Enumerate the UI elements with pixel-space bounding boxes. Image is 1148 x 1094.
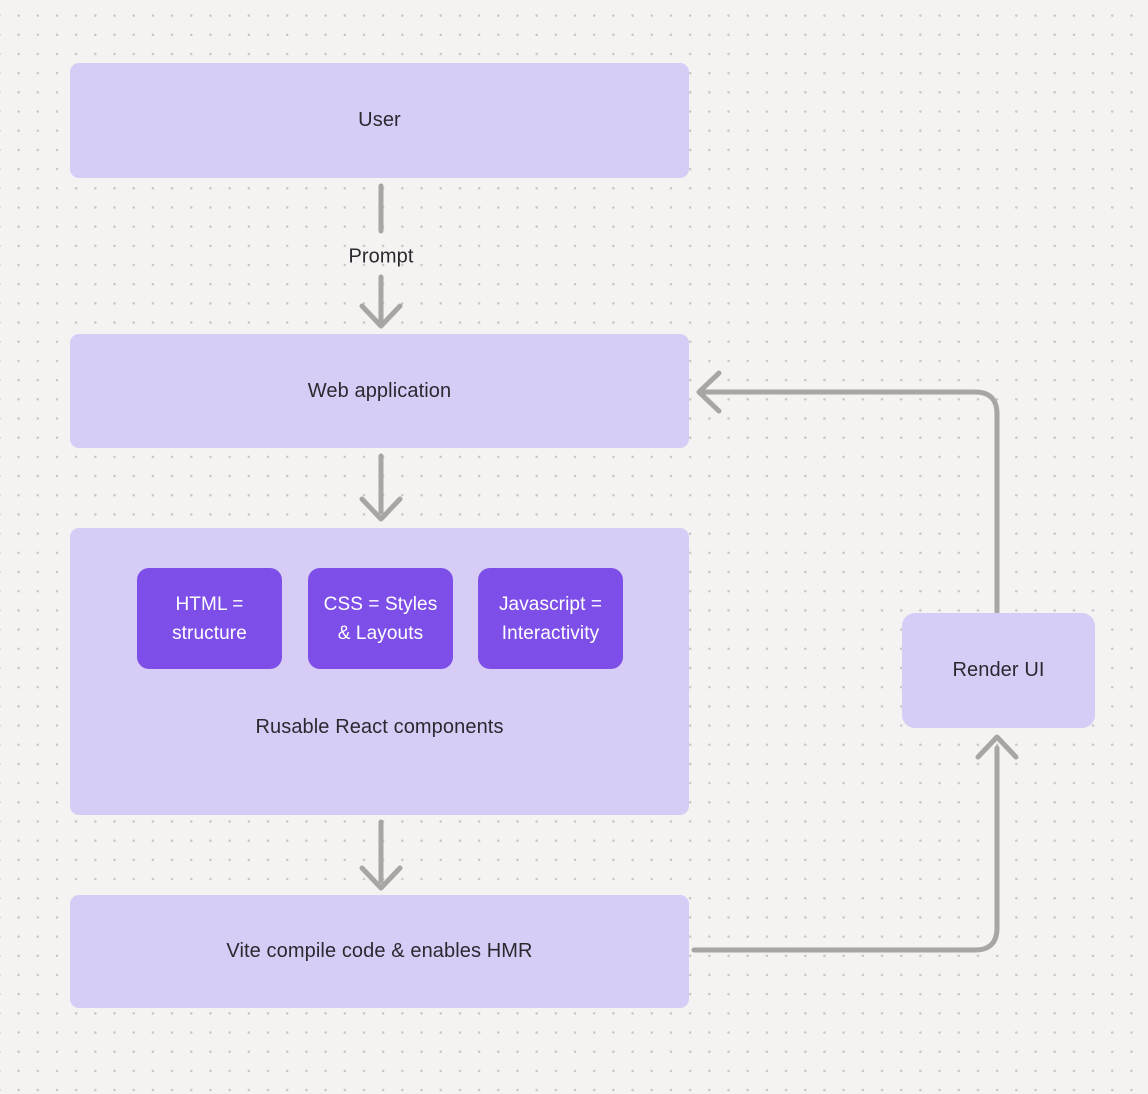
connector-renderui-to-webapp[interactable]: [696, 370, 1000, 615]
chip-css-label: CSS = Styles & Layouts: [323, 593, 438, 644]
connector-components-to-vite[interactable]: [359, 819, 403, 891]
node-web-application-label: Web application: [307, 379, 452, 402]
node-components-container[interactable]: HTML = structure CSS = Styles & Layouts …: [70, 528, 689, 815]
node-vite[interactable]: Vite compile code & enables HMR: [70, 895, 689, 1008]
arrow-up-icon: [975, 734, 1019, 760]
node-user-label: User: [358, 109, 401, 131]
chip-html-label: HTML = structure: [172, 593, 247, 644]
arrow-down-icon: [359, 865, 403, 891]
chip-javascript[interactable]: Javascript = Interactivity: [478, 568, 623, 669]
chip-javascript-label: Javascript = Interactivity: [498, 593, 603, 644]
connector-webapp-to-components[interactable]: [359, 453, 403, 522]
connector-vite-to-renderui[interactable]: [691, 734, 1019, 953]
connector-renderui-to-webapp-line: [702, 389, 1000, 615]
arrow-left-icon: [696, 370, 722, 414]
arrow-down-icon: [359, 303, 403, 329]
components-caption: Rusable React components: [255, 716, 504, 738]
node-render-ui[interactable]: Render UI: [902, 613, 1095, 728]
chip-html[interactable]: HTML = structure: [137, 568, 282, 669]
node-web-application[interactable]: Web application: [70, 334, 689, 448]
node-user[interactable]: User: [70, 63, 689, 178]
connector-vite-to-renderui-line: [691, 745, 1000, 953]
node-render-ui-label: Render UI: [952, 659, 1045, 681]
edge-label-prompt: Prompt: [348, 245, 414, 268]
node-vite-label: Vite compile code & enables HMR: [226, 940, 533, 962]
chip-css[interactable]: CSS = Styles & Layouts: [308, 568, 453, 669]
arrow-down-icon: [359, 496, 403, 522]
